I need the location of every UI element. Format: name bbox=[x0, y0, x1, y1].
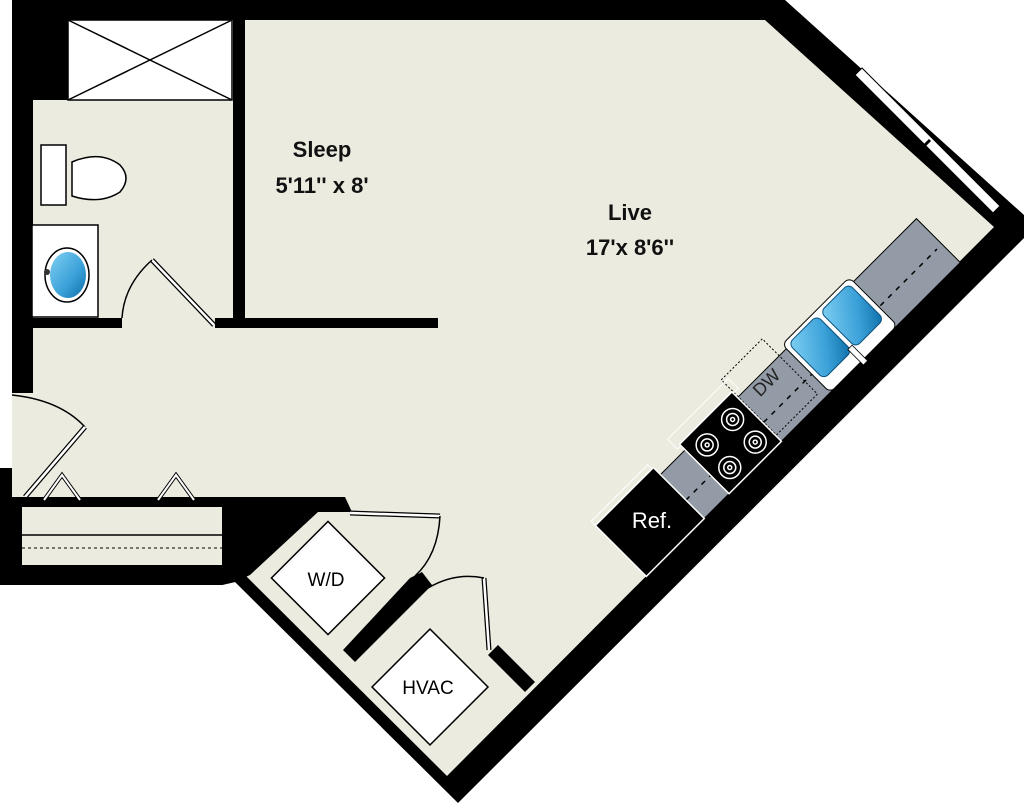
room-name-sleep: Sleep bbox=[293, 137, 352, 162]
living-floor bbox=[12, 20, 994, 776]
wall-bath-sleep bbox=[233, 20, 245, 328]
burner-icon bbox=[743, 430, 767, 454]
wall-laundry bbox=[222, 497, 352, 585]
coat-closet bbox=[22, 507, 222, 565]
toilet-tank-icon bbox=[40, 144, 67, 206]
wall-block bbox=[12, 20, 68, 100]
wall-bath-bottom bbox=[33, 318, 122, 328]
washer-dryer bbox=[270, 520, 386, 636]
washer-dryer-label: W/D bbox=[308, 570, 345, 591]
refrigerator-label: Ref. bbox=[632, 508, 672, 533]
closet-wall-top-left bbox=[12, 497, 42, 507]
toilet-bowl-icon bbox=[71, 156, 127, 201]
bathroom-door-swing bbox=[121, 259, 153, 319]
dishwasher-outline bbox=[720, 338, 819, 436]
window-mullion bbox=[918, 138, 932, 152]
room-name-live: Live bbox=[608, 200, 652, 225]
kitchen-sink bbox=[784, 279, 896, 391]
burner-icon bbox=[695, 433, 719, 457]
shower-x-mark bbox=[67, 19, 233, 101]
entry-door-swing bbox=[11, 394, 86, 428]
closet-wall-top-right bbox=[192, 497, 222, 507]
hvac-unit bbox=[370, 627, 490, 747]
wall-sleep-bottom bbox=[215, 318, 438, 328]
burner-icon bbox=[720, 407, 745, 432]
room-size-live: 17'x 8'6'' bbox=[586, 235, 674, 260]
hvac-door-swing bbox=[427, 575, 485, 589]
room-size-sleep: 5'11'' x 8' bbox=[275, 173, 368, 198]
wall-wd-hvac bbox=[343, 572, 432, 662]
wall-hvac-right bbox=[488, 645, 535, 692]
refrigerator bbox=[590, 464, 706, 578]
hvac-label: HVAC bbox=[402, 678, 453, 699]
kitchen: DW bbox=[590, 217, 961, 578]
stove bbox=[666, 377, 783, 495]
bath-sink-basin bbox=[50, 252, 86, 298]
burner-icon bbox=[718, 455, 742, 480]
faucet-icon bbox=[847, 344, 869, 366]
laundry-door-swing bbox=[414, 515, 441, 577]
faucet-icon bbox=[44, 269, 50, 275]
